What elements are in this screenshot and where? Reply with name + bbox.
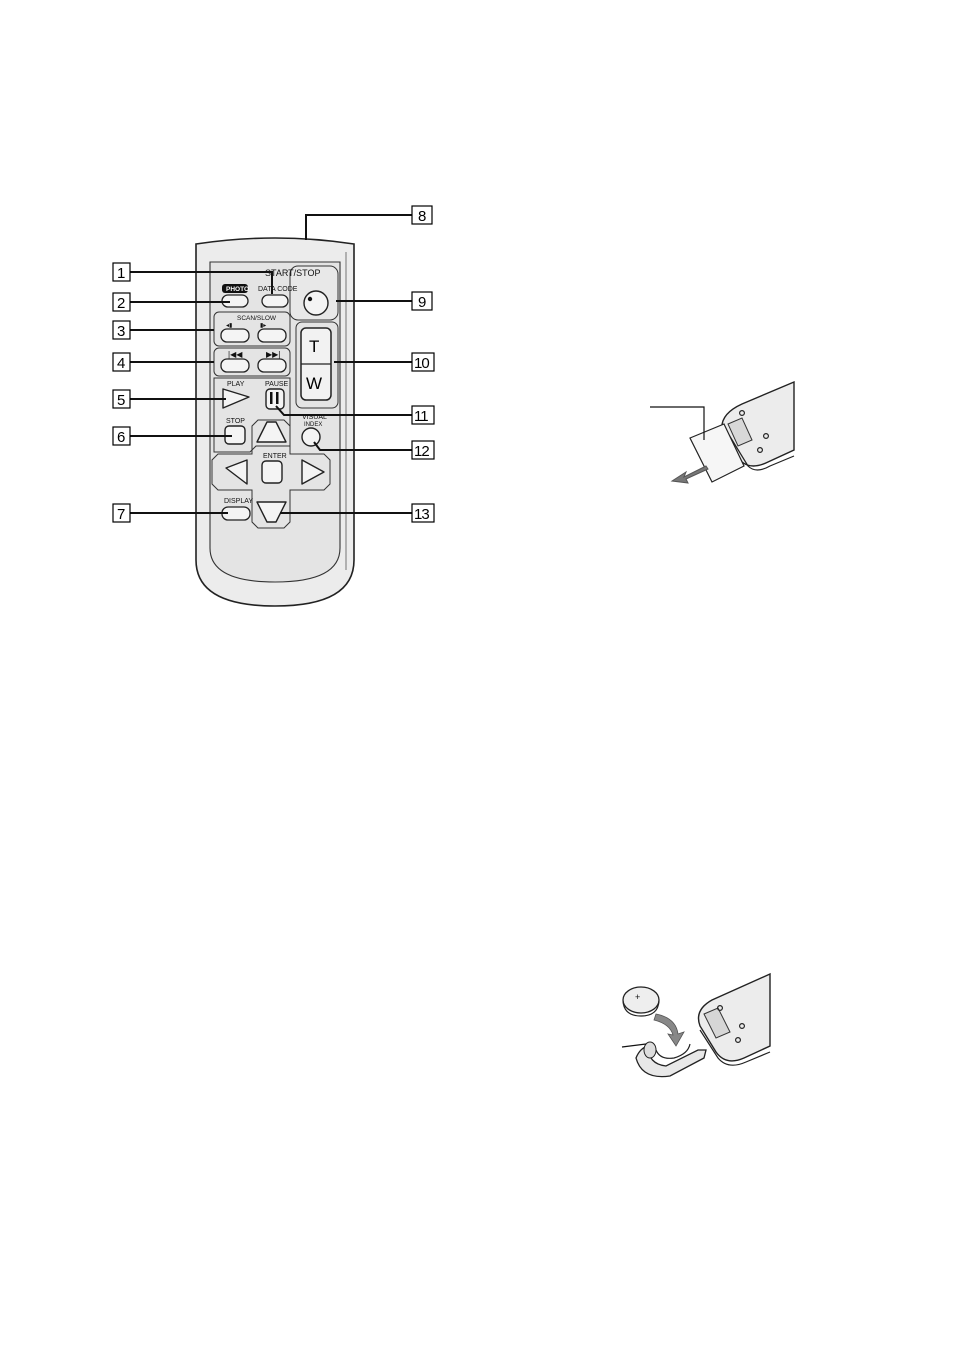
svg-text:8: 8 bbox=[418, 208, 426, 225]
scan-slow-label: SCAN/SLOW bbox=[237, 315, 277, 322]
callout-1: 1 bbox=[113, 263, 130, 282]
svg-text:6: 6 bbox=[117, 429, 125, 446]
pull-arrow-icon bbox=[672, 466, 708, 483]
visual-index-button[interactable] bbox=[302, 428, 320, 446]
enter-label: ENTER bbox=[263, 453, 287, 460]
callout-2: 2 bbox=[113, 293, 130, 312]
scan-forward-button[interactable] bbox=[258, 329, 286, 342]
svg-text:12: 12 bbox=[414, 443, 429, 460]
insulation-sheet-illustration bbox=[650, 382, 794, 483]
pause-label: PAUSE bbox=[265, 381, 289, 388]
scan-back-icon: ◂▮ bbox=[226, 323, 232, 329]
insert-arrow-icon bbox=[654, 1014, 684, 1046]
callout-8: 8 bbox=[412, 206, 432, 225]
zoom-tele-label: T bbox=[309, 337, 319, 356]
svg-text:7: 7 bbox=[117, 506, 125, 523]
previous-button[interactable] bbox=[221, 359, 249, 372]
callout-6: 6 bbox=[113, 427, 130, 446]
display-label: DISPLAY bbox=[224, 498, 253, 505]
callout-3: 3 bbox=[113, 321, 130, 340]
pause-icon-bar-right bbox=[276, 392, 279, 404]
visual-index-label-line2: INDEX bbox=[304, 422, 322, 428]
data-code-label: DATA CODE bbox=[258, 286, 298, 293]
callout-9: 9 bbox=[412, 292, 432, 311]
svg-text:5: 5 bbox=[117, 392, 125, 409]
callout-4: 4 bbox=[113, 353, 130, 372]
photo-label: PHOTO bbox=[226, 286, 249, 293]
coin-battery bbox=[623, 987, 659, 1013]
callout-11: 11 bbox=[412, 406, 434, 425]
start-stop-label: START/STOP bbox=[265, 268, 321, 278]
scan-back-button[interactable] bbox=[221, 329, 249, 342]
svg-text:13: 13 bbox=[414, 506, 429, 523]
callout-7: 7 bbox=[113, 504, 130, 523]
battery-plus-mark: + bbox=[635, 992, 640, 1002]
start-stop-button[interactable] bbox=[304, 291, 328, 315]
zoom-wide-label: W bbox=[306, 374, 322, 393]
callout-10: 10 bbox=[412, 353, 434, 372]
callout-12: 12 bbox=[412, 441, 434, 460]
next-icon: ▶▶| bbox=[266, 350, 280, 359]
pause-icon-bar-left bbox=[270, 392, 273, 404]
previous-icon: |◀◀ bbox=[228, 350, 243, 359]
svg-text:4: 4 bbox=[117, 355, 125, 372]
data-code-button[interactable] bbox=[262, 295, 288, 307]
pause-button[interactable] bbox=[266, 389, 284, 409]
photo-badge: PHOTO bbox=[222, 284, 249, 293]
remote-control: START/STOP PHOTO DATA CODE SCAN/SLOW ◂▮ … bbox=[196, 238, 354, 606]
callout-5: 5 bbox=[113, 390, 130, 409]
svg-text:2: 2 bbox=[117, 295, 125, 312]
callout-13: 13 bbox=[412, 504, 434, 523]
svg-text:11: 11 bbox=[414, 408, 428, 425]
svg-text:10: 10 bbox=[414, 355, 429, 372]
svg-text:9: 9 bbox=[418, 294, 426, 311]
stop-label: STOP bbox=[226, 418, 245, 425]
enter-button[interactable] bbox=[262, 461, 282, 483]
svg-text:1: 1 bbox=[117, 265, 125, 282]
svg-text:3: 3 bbox=[117, 323, 125, 340]
holder-leader-line bbox=[622, 1044, 646, 1047]
start-stop-dot-icon bbox=[308, 297, 312, 301]
next-button[interactable] bbox=[258, 359, 286, 372]
battery-replacement-illustration: + bbox=[622, 974, 770, 1077]
scan-forward-icon: ▮▸ bbox=[260, 323, 266, 329]
play-label: PLAY bbox=[227, 381, 245, 388]
